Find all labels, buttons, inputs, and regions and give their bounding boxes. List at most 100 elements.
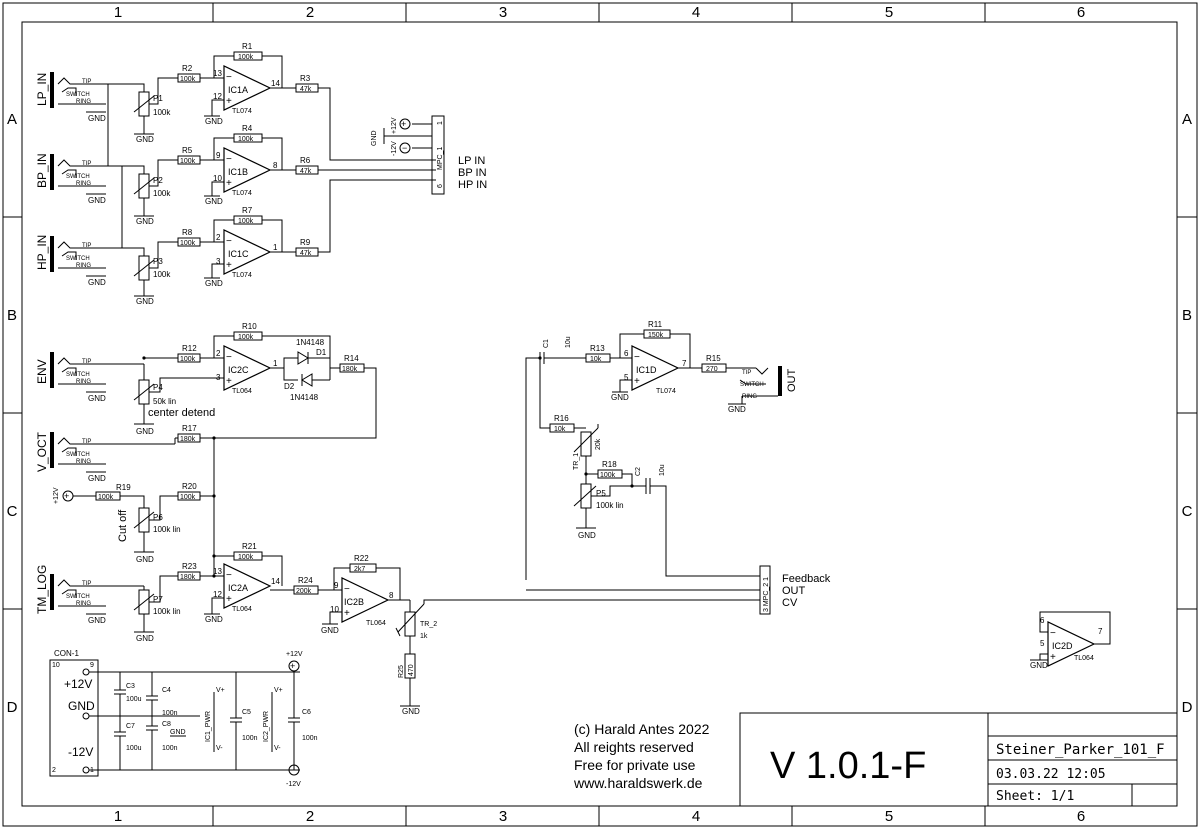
svg-text:100k: 100k — [238, 54, 254, 61]
cutoff-network: + +12V R19 100k GND P6 100k lin Cut off … — [53, 482, 214, 564]
svg-text:470: 470 — [408, 664, 415, 676]
svg-text:100n: 100n — [302, 735, 318, 742]
svg-text:R11: R11 — [648, 320, 663, 329]
svg-text:BP_IN: BP_IN — [35, 153, 49, 188]
jack-hp-in: HP_IN TIP SWITCH RING GND — [35, 235, 138, 287]
svg-text:R10: R10 — [242, 322, 257, 331]
svg-text:GND: GND — [205, 279, 223, 288]
svg-text:1N4148: 1N4148 — [296, 338, 325, 347]
svg-text:IC1B: IC1B — [228, 167, 248, 177]
svg-text:R14: R14 — [344, 354, 359, 363]
svg-text:IC1A: IC1A — [228, 85, 248, 95]
pot-p4: GND P4 50k lin center detend — [133, 356, 224, 436]
svg-text:R12: R12 — [182, 344, 197, 353]
svg-text:All reights reserved: All reights reserved — [574, 739, 694, 755]
svg-text:6: 6 — [437, 184, 444, 188]
svg-text:TIP: TIP — [82, 161, 91, 167]
jack-tm-log: TM_LOG TIP SWITCH RING GND — [35, 565, 144, 625]
svg-text:100u: 100u — [126, 745, 142, 752]
svg-text:100k lin: 100k lin — [153, 607, 181, 616]
col-label: 2 — [306, 4, 314, 21]
svg-text:GND: GND — [68, 699, 95, 713]
sheet-name: Steiner_Parker_101_F — [996, 742, 1165, 758]
svg-text:14: 14 — [271, 577, 280, 586]
svg-text:5: 5 — [624, 373, 629, 382]
svg-text:100k lin: 100k lin — [153, 525, 181, 534]
row-label: D — [7, 699, 18, 716]
svg-text:5: 5 — [1040, 639, 1045, 648]
svg-text:12: 12 — [213, 92, 222, 101]
svg-text:IC2_PWR: IC2_PWR — [263, 711, 270, 742]
svg-text:V_OCT: V_OCT — [35, 431, 49, 472]
jack-lp-in: LP_IN TIP SWITCH RING GND — [35, 72, 108, 123]
svg-text:SWITCH: SWITCH — [66, 452, 90, 458]
svg-text:(c) Harald Antes 2022: (c) Harald Antes 2022 — [574, 721, 710, 737]
svg-text:GND: GND — [88, 114, 106, 123]
row-label: A — [7, 111, 17, 128]
svg-text:−: − — [226, 352, 232, 363]
resistor-r17: R17 180k — [174, 424, 214, 444]
col-label: 2 — [306, 808, 314, 825]
svg-text:R19: R19 — [116, 483, 131, 492]
svg-text:LP_IN: LP_IN — [35, 73, 49, 106]
svg-text:1N4148: 1N4148 — [290, 393, 319, 402]
svg-text:R18: R18 — [602, 460, 617, 469]
svg-text:10k: 10k — [590, 356, 602, 363]
svg-text:www.haraldswerk.de: www.haraldswerk.de — [573, 775, 703, 791]
svg-text:IC1C: IC1C — [228, 249, 249, 259]
svg-text:GND: GND — [88, 196, 106, 205]
opamp-ic2d: −+ IC2D TL064 65 7 GND — [1030, 611, 1111, 670]
col-label: 4 — [692, 4, 700, 21]
svg-text:7: 7 — [682, 359, 687, 368]
svg-text:GND: GND — [88, 394, 106, 403]
svg-text:2: 2 — [52, 767, 56, 774]
svg-text:GND: GND — [205, 197, 223, 206]
svg-text:RING: RING — [76, 379, 91, 385]
svg-text:V+: V+ — [216, 687, 225, 694]
svg-text:8: 8 — [273, 161, 278, 170]
svg-text:+: + — [344, 608, 350, 619]
svg-text:-12V: -12V — [68, 745, 93, 759]
title-block: V 1.0.1-F Steiner_Parker_101_F 03.03.22 … — [739, 712, 1178, 807]
svg-text:100k: 100k — [153, 108, 171, 117]
svg-text:100k: 100k — [180, 240, 196, 247]
pot-p3: GND P3 100k — [133, 255, 171, 306]
col-label: 1 — [114, 4, 122, 21]
svg-text:GND: GND — [88, 474, 106, 483]
svg-text:+12V: +12V — [64, 677, 92, 691]
svg-text:TL064: TL064 — [232, 606, 252, 613]
svg-text:-12V: -12V — [391, 141, 398, 156]
svg-text:R23: R23 — [182, 562, 197, 571]
svg-text:OUT: OUT — [782, 585, 806, 597]
svg-text:R16: R16 — [554, 414, 569, 423]
svg-text:Cut off: Cut off — [117, 509, 129, 542]
svg-text:100k: 100k — [153, 270, 171, 279]
svg-text:100n: 100n — [162, 710, 178, 717]
opamp-ic1b: R5 100k −+ IC1B TL074 910 8 R4 100k GND … — [177, 124, 436, 206]
svg-text:−: − — [344, 584, 350, 595]
svg-text:CON-1: CON-1 — [54, 649, 79, 658]
svg-text:RING: RING — [76, 459, 91, 465]
svg-text:GND: GND — [1030, 661, 1048, 670]
opamp-ic2b: −+ IC2B TL064 910 8 R22 2k7 GND — [321, 554, 410, 635]
row-label: A — [1182, 111, 1192, 128]
svg-text:TIP: TIP — [82, 243, 91, 249]
svg-text:GND: GND — [402, 707, 420, 716]
svg-text:OUT: OUT — [786, 369, 798, 393]
svg-text:100k: 100k — [238, 554, 254, 561]
svg-text:Feedback: Feedback — [782, 573, 831, 585]
svg-text:TIP: TIP — [82, 581, 91, 587]
svg-text:GND: GND — [136, 135, 154, 144]
svg-text:9: 9 — [334, 581, 339, 590]
svg-text:GND: GND — [578, 531, 596, 540]
svg-text:9: 9 — [90, 662, 94, 669]
svg-text:TIP: TIP — [742, 370, 751, 376]
svg-text:180k: 180k — [180, 436, 196, 443]
svg-text:10u: 10u — [659, 464, 666, 476]
col-label: 4 — [692, 808, 700, 825]
svg-text:+: + — [64, 491, 69, 501]
svg-text:R5: R5 — [182, 146, 193, 155]
svg-text:GND: GND — [88, 616, 106, 625]
col-label: 3 — [499, 4, 507, 21]
